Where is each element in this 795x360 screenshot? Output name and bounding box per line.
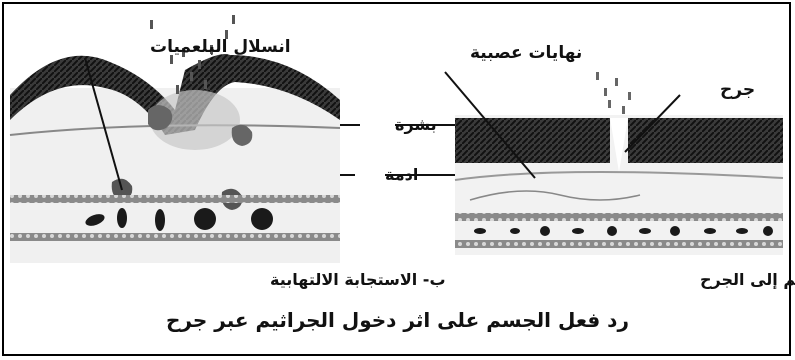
label-panel-a: أ- دخول الجراثيم إلى الجرح xyxy=(700,269,795,289)
figure-caption: رد فعل الجسم على اثر دخول الجراثيم عبر ج… xyxy=(0,308,795,332)
panel-a-vessel-bottom xyxy=(455,240,783,248)
label-macrophage-migration: انسلال البلعميات xyxy=(150,37,291,57)
label-wound: جرح xyxy=(720,80,755,100)
label-nerve-endings: نهايات عصبية xyxy=(470,43,582,63)
blood-vessel-bottom xyxy=(10,233,340,241)
label-dermis: ادمة xyxy=(385,165,418,184)
label-epidermis: بشرة xyxy=(395,115,437,134)
label-panel-b: ب- الاستجابة الالتهابية xyxy=(270,270,446,289)
panel-a-vessel-top xyxy=(455,213,783,221)
panel-a-bacteria xyxy=(596,72,631,114)
panel-a-epidermis-left xyxy=(455,118,610,163)
blood-vessel-top xyxy=(10,195,340,203)
panel-a-illustration xyxy=(340,72,783,255)
